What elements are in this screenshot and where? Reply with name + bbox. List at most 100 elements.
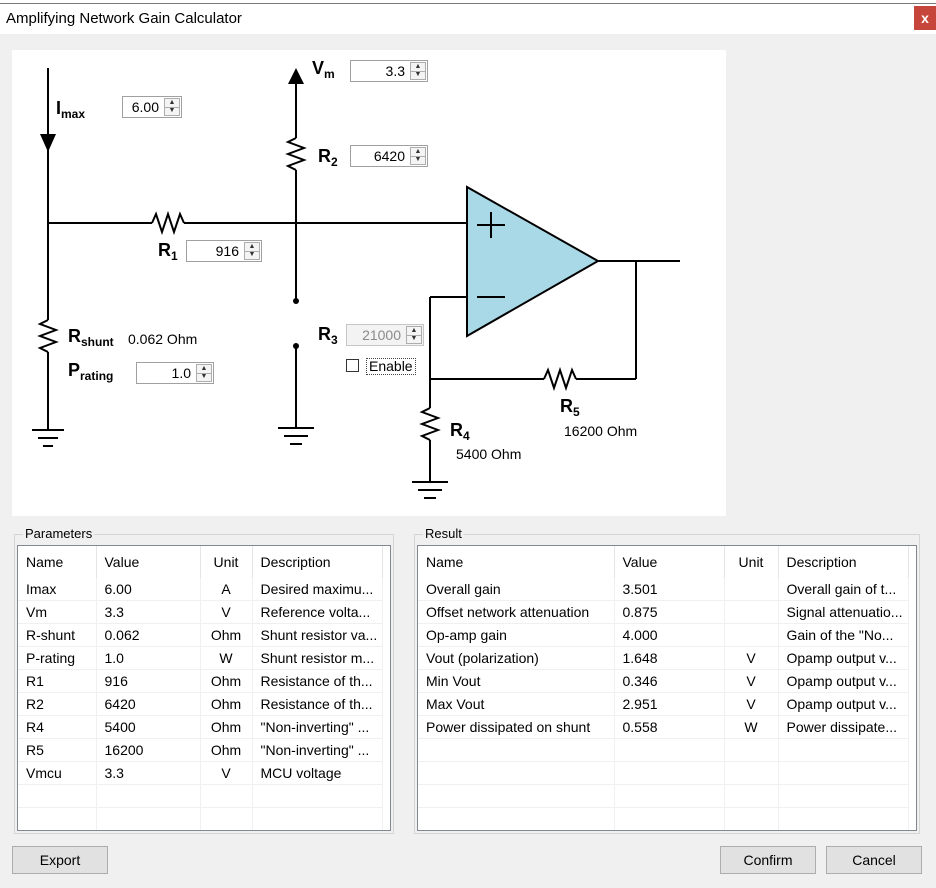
cell-description: Gain of the "No...	[778, 623, 909, 647]
close-button[interactable]: x	[914, 6, 936, 30]
opamp-triangle	[466, 185, 601, 338]
r5-value: 16200 Ohm	[564, 423, 638, 439]
r3-value[interactable]: 21000	[362, 327, 401, 343]
spin-down-icon[interactable]: ▼	[414, 71, 422, 78]
spin-down-icon[interactable]: ▼	[200, 373, 208, 380]
prating-spin-arrows[interactable]: ▲▼	[196, 364, 212, 382]
r1-label: R1	[158, 240, 178, 263]
cell-description: Shunt resistor va...	[252, 623, 383, 647]
cell-value: 6420	[96, 692, 201, 716]
cell-name: Offset network attenuation	[418, 600, 615, 624]
cell-name: Power dissipated on shunt	[418, 715, 615, 739]
column-header-name[interactable]: Name	[18, 546, 97, 578]
empty-cell	[200, 807, 253, 830]
column-header-name[interactable]: Name	[418, 546, 615, 578]
vm-value[interactable]: 3.3	[385, 63, 405, 79]
cell-name: Imax	[18, 578, 97, 601]
empty-cell	[778, 784, 909, 808]
cell-value: 3.3	[96, 600, 201, 624]
cell-name: Overall gain	[418, 578, 615, 601]
cell-value: 0.062	[96, 623, 201, 647]
cancel-button[interactable]: Cancel	[826, 846, 922, 874]
r3-enable-label[interactable]: Enable	[366, 358, 416, 375]
spin-up-icon[interactable]: ▲	[245, 243, 259, 252]
empty-cell	[778, 807, 909, 830]
r2-spin-arrows[interactable]: ▲▼	[410, 147, 426, 165]
spin-down-icon[interactable]: ▼	[414, 156, 422, 163]
prating-label: Prating	[68, 360, 114, 383]
window-title: Amplifying Network Gain Calculator	[6, 10, 242, 27]
r5-label: R5	[560, 396, 580, 419]
r1-value[interactable]: 916	[215, 243, 239, 259]
imax-value[interactable]: 6.00	[131, 99, 159, 115]
spin-up-icon[interactable]: ▲	[407, 327, 421, 336]
empty-cell	[724, 738, 779, 762]
r3-spin-arrows[interactable]: ▲▼	[406, 326, 422, 344]
r1-spinner[interactable]: 916 ▲▼	[186, 240, 262, 262]
prating-value[interactable]: 1.0	[171, 365, 191, 381]
cell-description: Signal attenuatio...	[778, 600, 909, 624]
spin-up-icon[interactable]: ▲	[165, 99, 179, 108]
spin-up-icon[interactable]: ▲	[197, 365, 211, 374]
empty-cell	[418, 761, 615, 785]
imax-spinner[interactable]: 6.00 ▲▼	[122, 96, 182, 118]
empty-row	[418, 807, 909, 830]
r2-value[interactable]: 6420	[373, 148, 405, 164]
r1-spin-arrows[interactable]: ▲▼	[244, 242, 260, 260]
column-header-unit[interactable]: Unit	[200, 546, 253, 578]
column-header-value[interactable]: Value	[614, 546, 725, 578]
r2-spinner[interactable]: 6420 ▲▼	[350, 145, 428, 167]
parameters-group-title: Parameters	[23, 526, 95, 541]
column-header-description[interactable]: Description	[252, 546, 383, 578]
r3-spinner[interactable]: 21000 ▲▼	[346, 324, 424, 346]
cell-name: R2	[18, 692, 97, 716]
empty-cell	[418, 784, 615, 808]
export-button[interactable]: Export	[12, 846, 108, 874]
cell-description: Resistance of th...	[252, 692, 383, 716]
empty-cell	[96, 784, 201, 808]
vm-spinner[interactable]: 3.3 ▲▼	[350, 60, 428, 82]
confirm-button[interactable]: Confirm	[720, 846, 816, 874]
empty-cell	[778, 738, 909, 762]
cell-unit: Ohm	[200, 715, 253, 739]
result-grid[interactable]: Name Value Unit Description Overall gain…	[417, 545, 917, 831]
circuit-diagram: Imax 6.00 ▲▼ Vm 3.3 ▲▼ R2 6420 ▲▼ R1 916…	[12, 50, 726, 516]
spin-up-icon[interactable]: ▲	[411, 148, 425, 157]
cell-description: MCU voltage	[252, 761, 383, 785]
cell-description: Overall gain of t...	[778, 578, 909, 601]
cell-name: Vmcu	[18, 761, 97, 785]
spin-down-icon[interactable]: ▼	[248, 251, 256, 258]
spin-down-icon[interactable]: ▼	[410, 335, 418, 342]
cell-value: 916	[96, 669, 201, 693]
column-header-description[interactable]: Description	[778, 546, 909, 578]
cell-unit: Ohm	[200, 669, 253, 693]
cell-value: 0.346	[614, 669, 725, 693]
spin-down-icon[interactable]: ▼	[168, 107, 176, 114]
cell-value: 3.501	[614, 578, 725, 601]
imax-spin-arrows[interactable]: ▲▼	[164, 98, 180, 116]
prating-spinner[interactable]: 1.0 ▲▼	[136, 362, 214, 384]
spin-up-icon[interactable]: ▲	[411, 63, 425, 72]
column-header-value[interactable]: Value	[96, 546, 201, 578]
column-header-unit[interactable]: Unit	[724, 546, 779, 578]
r3-enable-checkbox[interactable]	[346, 359, 359, 372]
vm-spin-arrows[interactable]: ▲▼	[410, 62, 426, 80]
